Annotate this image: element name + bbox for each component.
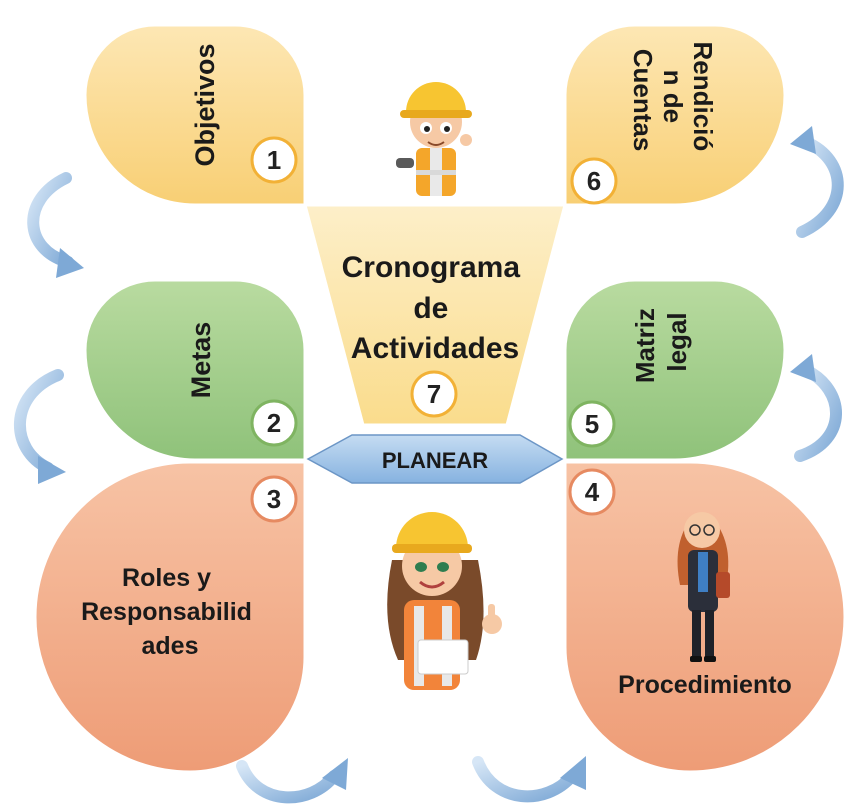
number-7: 7	[427, 379, 441, 409]
petal-objetivos	[83, 23, 307, 207]
number-4: 4	[585, 477, 600, 507]
number-6: 6	[587, 166, 601, 196]
cronograma-line-2: de	[413, 292, 448, 325]
rendicion-label: Rendició n de Cuentas	[628, 41, 718, 158]
objetivos-label: Objetivos	[190, 43, 220, 166]
curved-arrow-right-bottom	[790, 354, 842, 462]
number-circle-2: 2	[250, 399, 298, 447]
planear-hexagon	[306, 434, 564, 484]
cronograma-funnel	[303, 203, 567, 427]
petal-roles-responsabilidades	[33, 460, 307, 774]
rendicion-line-3: Cuentas	[628, 49, 658, 152]
curved-arrow-bottom-right	[472, 756, 586, 803]
rendicion-line-2: n de	[658, 70, 688, 123]
roles-line-3: ades	[142, 632, 199, 660]
curved-arrow-right-top	[790, 126, 844, 238]
number-circle-6: 6	[570, 157, 618, 205]
number-5: 5	[585, 409, 599, 439]
number-3: 3	[267, 484, 281, 514]
female-worker-icon	[387, 512, 502, 690]
curved-arrow-left-top	[27, 172, 84, 278]
petal-metas	[83, 278, 307, 462]
number-circle-3: 3	[250, 475, 298, 523]
roles-line-1: Roles y	[122, 564, 211, 592]
number-1: 1	[267, 145, 281, 175]
rendicion-line-1: Rendició	[688, 41, 718, 151]
petal-rendicion-cuentas	[563, 23, 787, 207]
metas-label: Metas	[186, 322, 216, 399]
roles-label: Roles y Responsabilid ades	[81, 564, 259, 660]
number-2: 2	[267, 408, 281, 438]
cronograma-title: Cronograma de Actividades	[342, 251, 529, 365]
roles-line-2: Responsabilid	[81, 598, 252, 626]
curved-arrow-bottom-left	[236, 758, 348, 804]
matriz-line-2: legal	[662, 312, 692, 371]
cronograma-line-3: Actividades	[351, 332, 519, 365]
number-circle-5: 5	[568, 400, 616, 448]
construction-worker-icon	[396, 82, 472, 196]
planear-label: PLANEAR	[382, 448, 488, 473]
petal-matriz-legal	[563, 278, 787, 462]
curved-arrow-left-bottom	[13, 369, 66, 484]
procedimiento-label: Procedimiento	[618, 671, 792, 699]
number-circle-1: 1	[250, 136, 298, 184]
number-circle-4: 4	[568, 468, 616, 516]
businesswoman-icon	[677, 512, 730, 662]
cronograma-line-1: Cronograma	[342, 251, 521, 284]
number-circle-7: 7	[410, 370, 458, 418]
matriz-line-1: Matriz	[630, 308, 660, 383]
matriz-label: Matriz legal	[630, 301, 692, 383]
